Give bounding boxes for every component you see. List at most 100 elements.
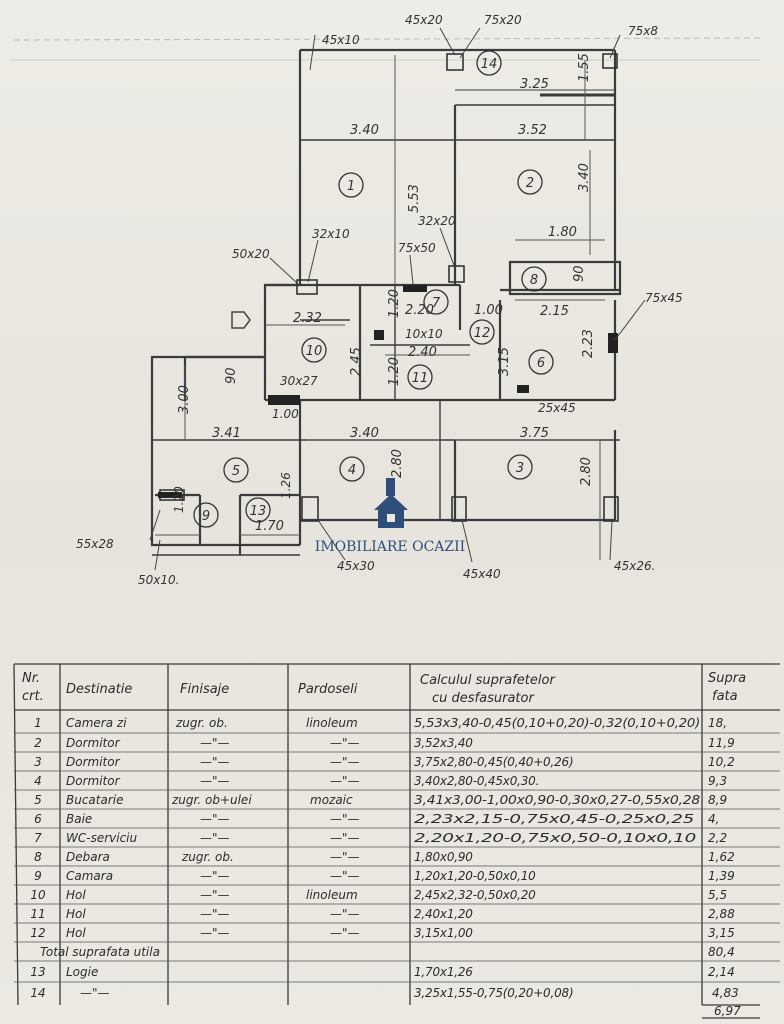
- cell-pardoseli: —"—: [330, 907, 360, 921]
- dim-3-40-top: 3.40: [350, 123, 379, 138]
- cell-destinatie: —"—: [80, 986, 110, 1000]
- header-destinatie: Destinatie: [66, 682, 132, 697]
- dim-2-80a: 2.80: [390, 449, 405, 478]
- cell-pardoseli: —"—: [330, 736, 360, 750]
- room-number-6: 6: [537, 356, 545, 371]
- cell-calcul: 3,25x1,55-0,75(0,20+0,08): [414, 986, 573, 1000]
- cell-pardoseli: —"—: [330, 774, 360, 788]
- cell-calcul: 1,70x1,26: [414, 965, 473, 979]
- table-row-lines: [14, 732, 780, 983]
- header-nr: Nr.: [22, 671, 40, 686]
- room-number-12: 12: [474, 326, 491, 341]
- pillars: [159, 53, 619, 522]
- room-number-3: 3: [516, 461, 524, 476]
- cell-suprafata: 8,9: [708, 793, 727, 807]
- label-45x10: 45x10: [322, 33, 360, 47]
- table-row: 6 Baie —"— —"— 2,23x2,15-0,75x0,45-0,25x…: [34, 812, 719, 826]
- label-45x26: 45x26.: [614, 559, 655, 573]
- cell-finisaje: —"—: [200, 774, 230, 788]
- table-row: 1 Camera zi zugr. ob. linoleum 5,53x3,40…: [34, 716, 727, 730]
- cell-calcul: 3,75x2,80-0,45(0,40+0,26): [414, 755, 573, 769]
- cell-nr: 5: [34, 793, 42, 807]
- cell-suprafata: 2,14: [708, 965, 735, 979]
- label-75x8: 75x8: [628, 24, 658, 38]
- room-number-13: 13: [250, 504, 267, 519]
- room-number-4: 4: [348, 463, 356, 478]
- label-45x30: 45x30: [337, 559, 375, 573]
- cell-destinatie: Dormitor: [66, 755, 121, 769]
- cell-nr: 2: [34, 736, 42, 750]
- table-grid: [13, 663, 780, 1019]
- cell-suprafata: 11,9: [708, 736, 735, 750]
- cell-finisaje: —"—: [200, 736, 230, 750]
- cell-nr: 14: [30, 986, 45, 1000]
- room-number-9: 9: [202, 509, 210, 524]
- cell-pardoseli: linoleum: [306, 888, 358, 902]
- dim-1-00b: 1.00: [272, 407, 299, 421]
- cell-suprafata: 4,83: [712, 986, 739, 1000]
- dim-1-80: 1.80: [548, 225, 577, 240]
- cell-nr: 6: [34, 812, 42, 826]
- cell-suprafata: 3,15: [708, 926, 735, 940]
- entrance-arrow-icon: [231, 311, 251, 329]
- cell-destinatie: Hol: [66, 907, 86, 921]
- cell-suprafata: 1,39: [708, 869, 735, 883]
- table-row: 5 Bucatarie zugr. ob+ulei mozaic 3,41x3,…: [34, 793, 727, 807]
- cell-finisaje: zugr. ob.: [181, 850, 234, 864]
- dim-5-53: 5.53: [407, 184, 422, 213]
- table-body: 1 Camera zi zugr. ob. linoleum 5,53x3,40…: [30, 716, 741, 1018]
- dim-1-20b: 1.20: [387, 357, 402, 386]
- cell-calcul: 3,40x2,80-0,45x0,30.: [414, 774, 539, 788]
- cell-finisaje: —"—: [200, 907, 230, 921]
- dim-2-23: 2.23: [581, 329, 596, 358]
- footer-total: 6,97: [714, 1004, 741, 1018]
- cell-nr: 8: [34, 850, 42, 864]
- dim-2-40: 2.40: [408, 345, 437, 360]
- table-row: 8 Debara zugr. ob. —"— 1,80x0,90 1,62: [34, 850, 735, 864]
- dim-3-15: 3.15: [497, 347, 512, 376]
- scan-edge-line: [13, 37, 761, 41]
- cell-pardoseli: linoleum: [306, 716, 358, 730]
- label-50x20: 50x20: [232, 247, 270, 261]
- watermark-text: IMOBILIARE OCAZII: [315, 539, 465, 555]
- cell-nr: 13: [30, 965, 45, 979]
- dim-1-20a: 1.20: [387, 289, 402, 318]
- cell-suprafata: 2,2: [708, 831, 727, 845]
- header-calcul-line2: cu desfasurator: [432, 691, 535, 706]
- cell-suprafata: 18,: [708, 716, 727, 730]
- dim-2-80b: 2.80: [579, 457, 594, 486]
- cell-pardoseli: —"—: [330, 926, 360, 940]
- dim-1-55: 1.55: [577, 53, 592, 82]
- cell-destinatie: WC-serviciu: [66, 831, 138, 845]
- cell-calcul: 2,23x2,15-0,75x0,45-0,25x0,25: [414, 812, 694, 826]
- cell-destinatie: Camera zi: [66, 716, 127, 730]
- cell-destinatie: Bucatarie: [66, 793, 124, 807]
- cell-destinatie: Hol: [66, 888, 86, 902]
- header-suprafata-line1: Supra: [708, 671, 746, 686]
- cell-destinatie: Baie: [66, 812, 92, 826]
- cell-pardoseli: —"—: [330, 831, 360, 845]
- label-45x40: 45x40: [463, 567, 501, 581]
- table-row: 4 Dormitor —"— —"— 3,40x2,80-0,45x0,30. …: [34, 774, 727, 788]
- dim-3-40-mid: 3.40: [350, 426, 379, 441]
- dim-0-90: 90: [572, 265, 587, 282]
- cell-pardoseli: —"—: [330, 850, 360, 864]
- dim-1-00a: 1.00: [474, 303, 503, 318]
- cell-calcul: 5,53x3,40-0,45(0,10+0,20)-0,32(0,10+0,20…: [414, 716, 700, 730]
- cell-total-label: Total suprafata utila: [40, 945, 160, 959]
- label-leaders: [149, 27, 646, 571]
- cell-destinatie: Camara: [66, 869, 113, 883]
- cell-total-value: 80,4: [708, 945, 735, 959]
- header-pardoseli: Pardoseli: [298, 682, 358, 697]
- dim-3-52: 3.52: [518, 123, 547, 138]
- label-32x10: 32x10: [312, 227, 350, 241]
- cell-suprafata: 4,: [708, 812, 719, 826]
- cell-suprafata: 9,3: [708, 774, 727, 788]
- room-number-11: 11: [412, 371, 429, 386]
- cell-finisaje: —"—: [200, 888, 230, 902]
- cell-calcul: 1,80x0,90: [414, 850, 473, 864]
- header-suprafata-line2: fata: [712, 689, 738, 704]
- room-number-10: 10: [306, 344, 323, 359]
- floor-plan-drawing: 3.25 1.55 3.40 3.52 5.53 3.40 1.80 90 2.…: [10, 13, 761, 587]
